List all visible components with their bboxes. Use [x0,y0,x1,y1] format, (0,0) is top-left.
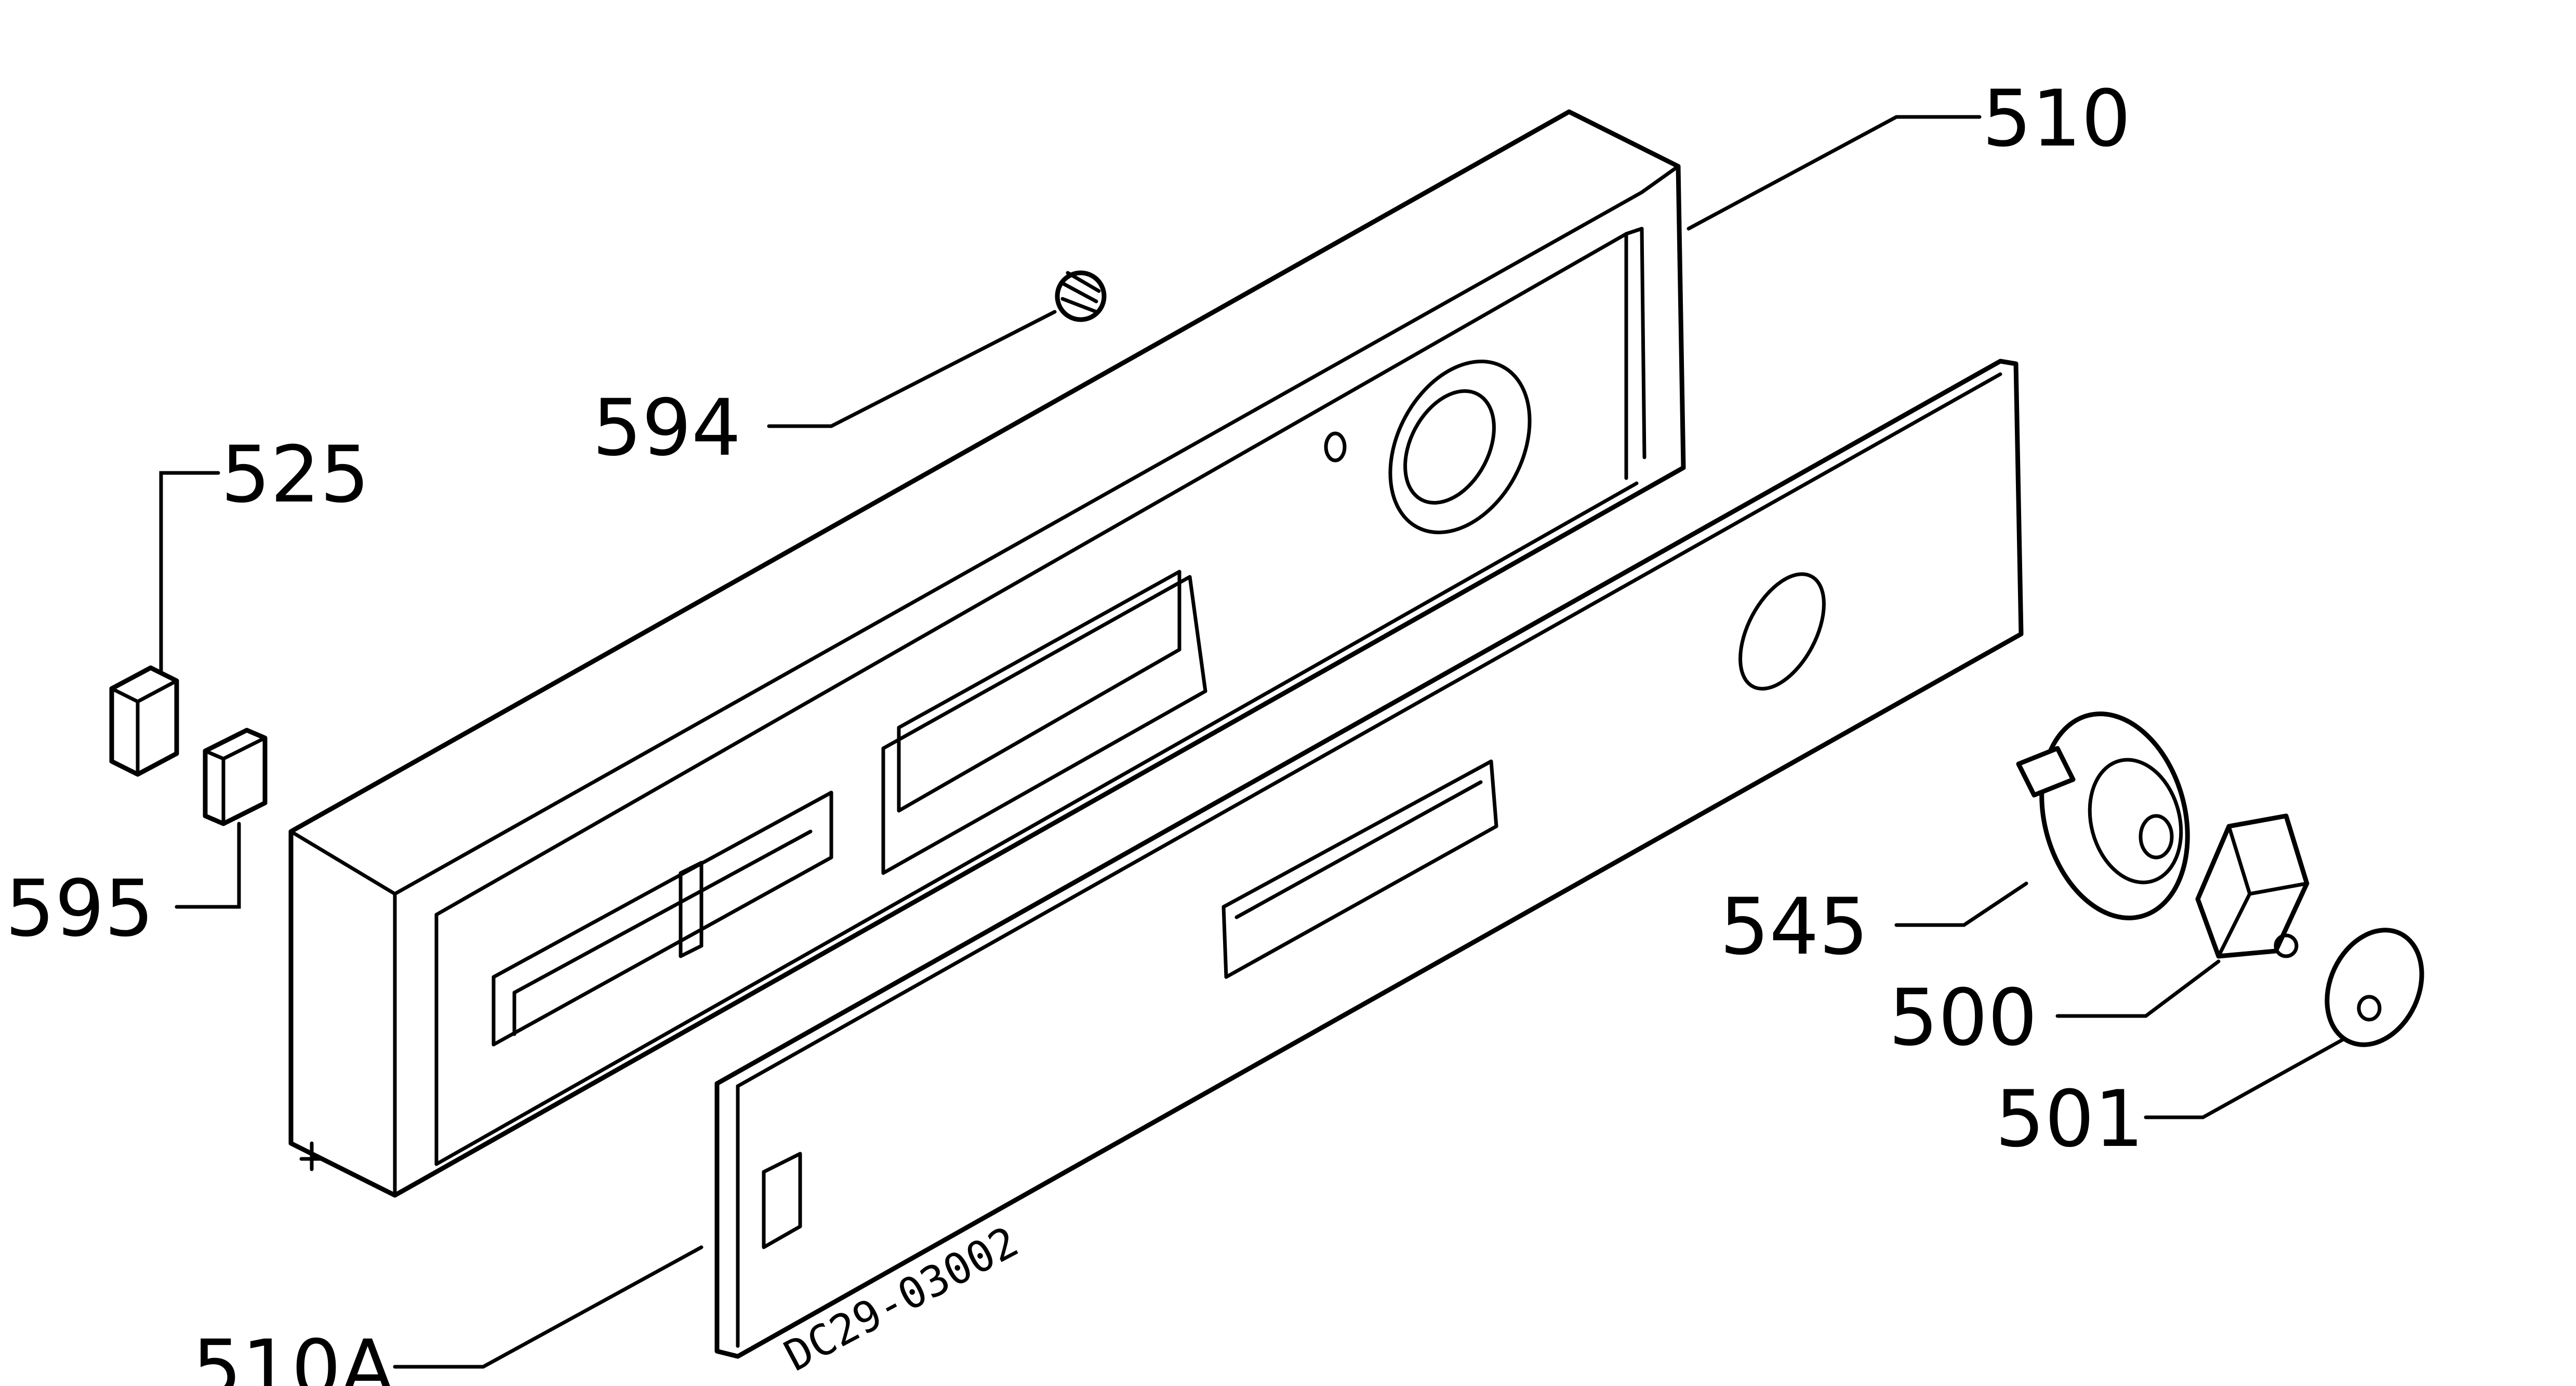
callout-510A: 510A [192,1324,394,1386]
callout-525: 525 [221,430,369,520]
leader-510A [393,1245,703,1369]
callout-labels: 510 594 525 595 545 500 501 510A [5,74,2144,1386]
part-594-screw [1055,270,1107,322]
callout-545: 545 [1720,882,1868,972]
callout-500: 500 [1889,973,2037,1063]
leader-525 [159,471,220,672]
callout-595: 595 [5,864,154,954]
callout-510: 510 [1982,74,2131,164]
leader-lines [159,115,2345,1369]
callout-501: 501 [1995,1074,2144,1165]
leader-501 [2144,1037,2345,1119]
leader-594 [767,310,1057,428]
leader-595 [175,822,241,909]
part-595-cover [203,728,268,826]
part-501-cap [2325,928,2424,1047]
part-525-clip [109,665,179,777]
callout-594: 594 [592,383,741,473]
leader-545 [1894,881,2028,927]
part-545-switch [2016,711,2190,920]
leader-500 [2055,959,2221,1018]
leader-510 [1687,115,1982,231]
part-510-control-panel-housing [288,109,1686,1198]
part-500-knob [2195,813,2309,959]
